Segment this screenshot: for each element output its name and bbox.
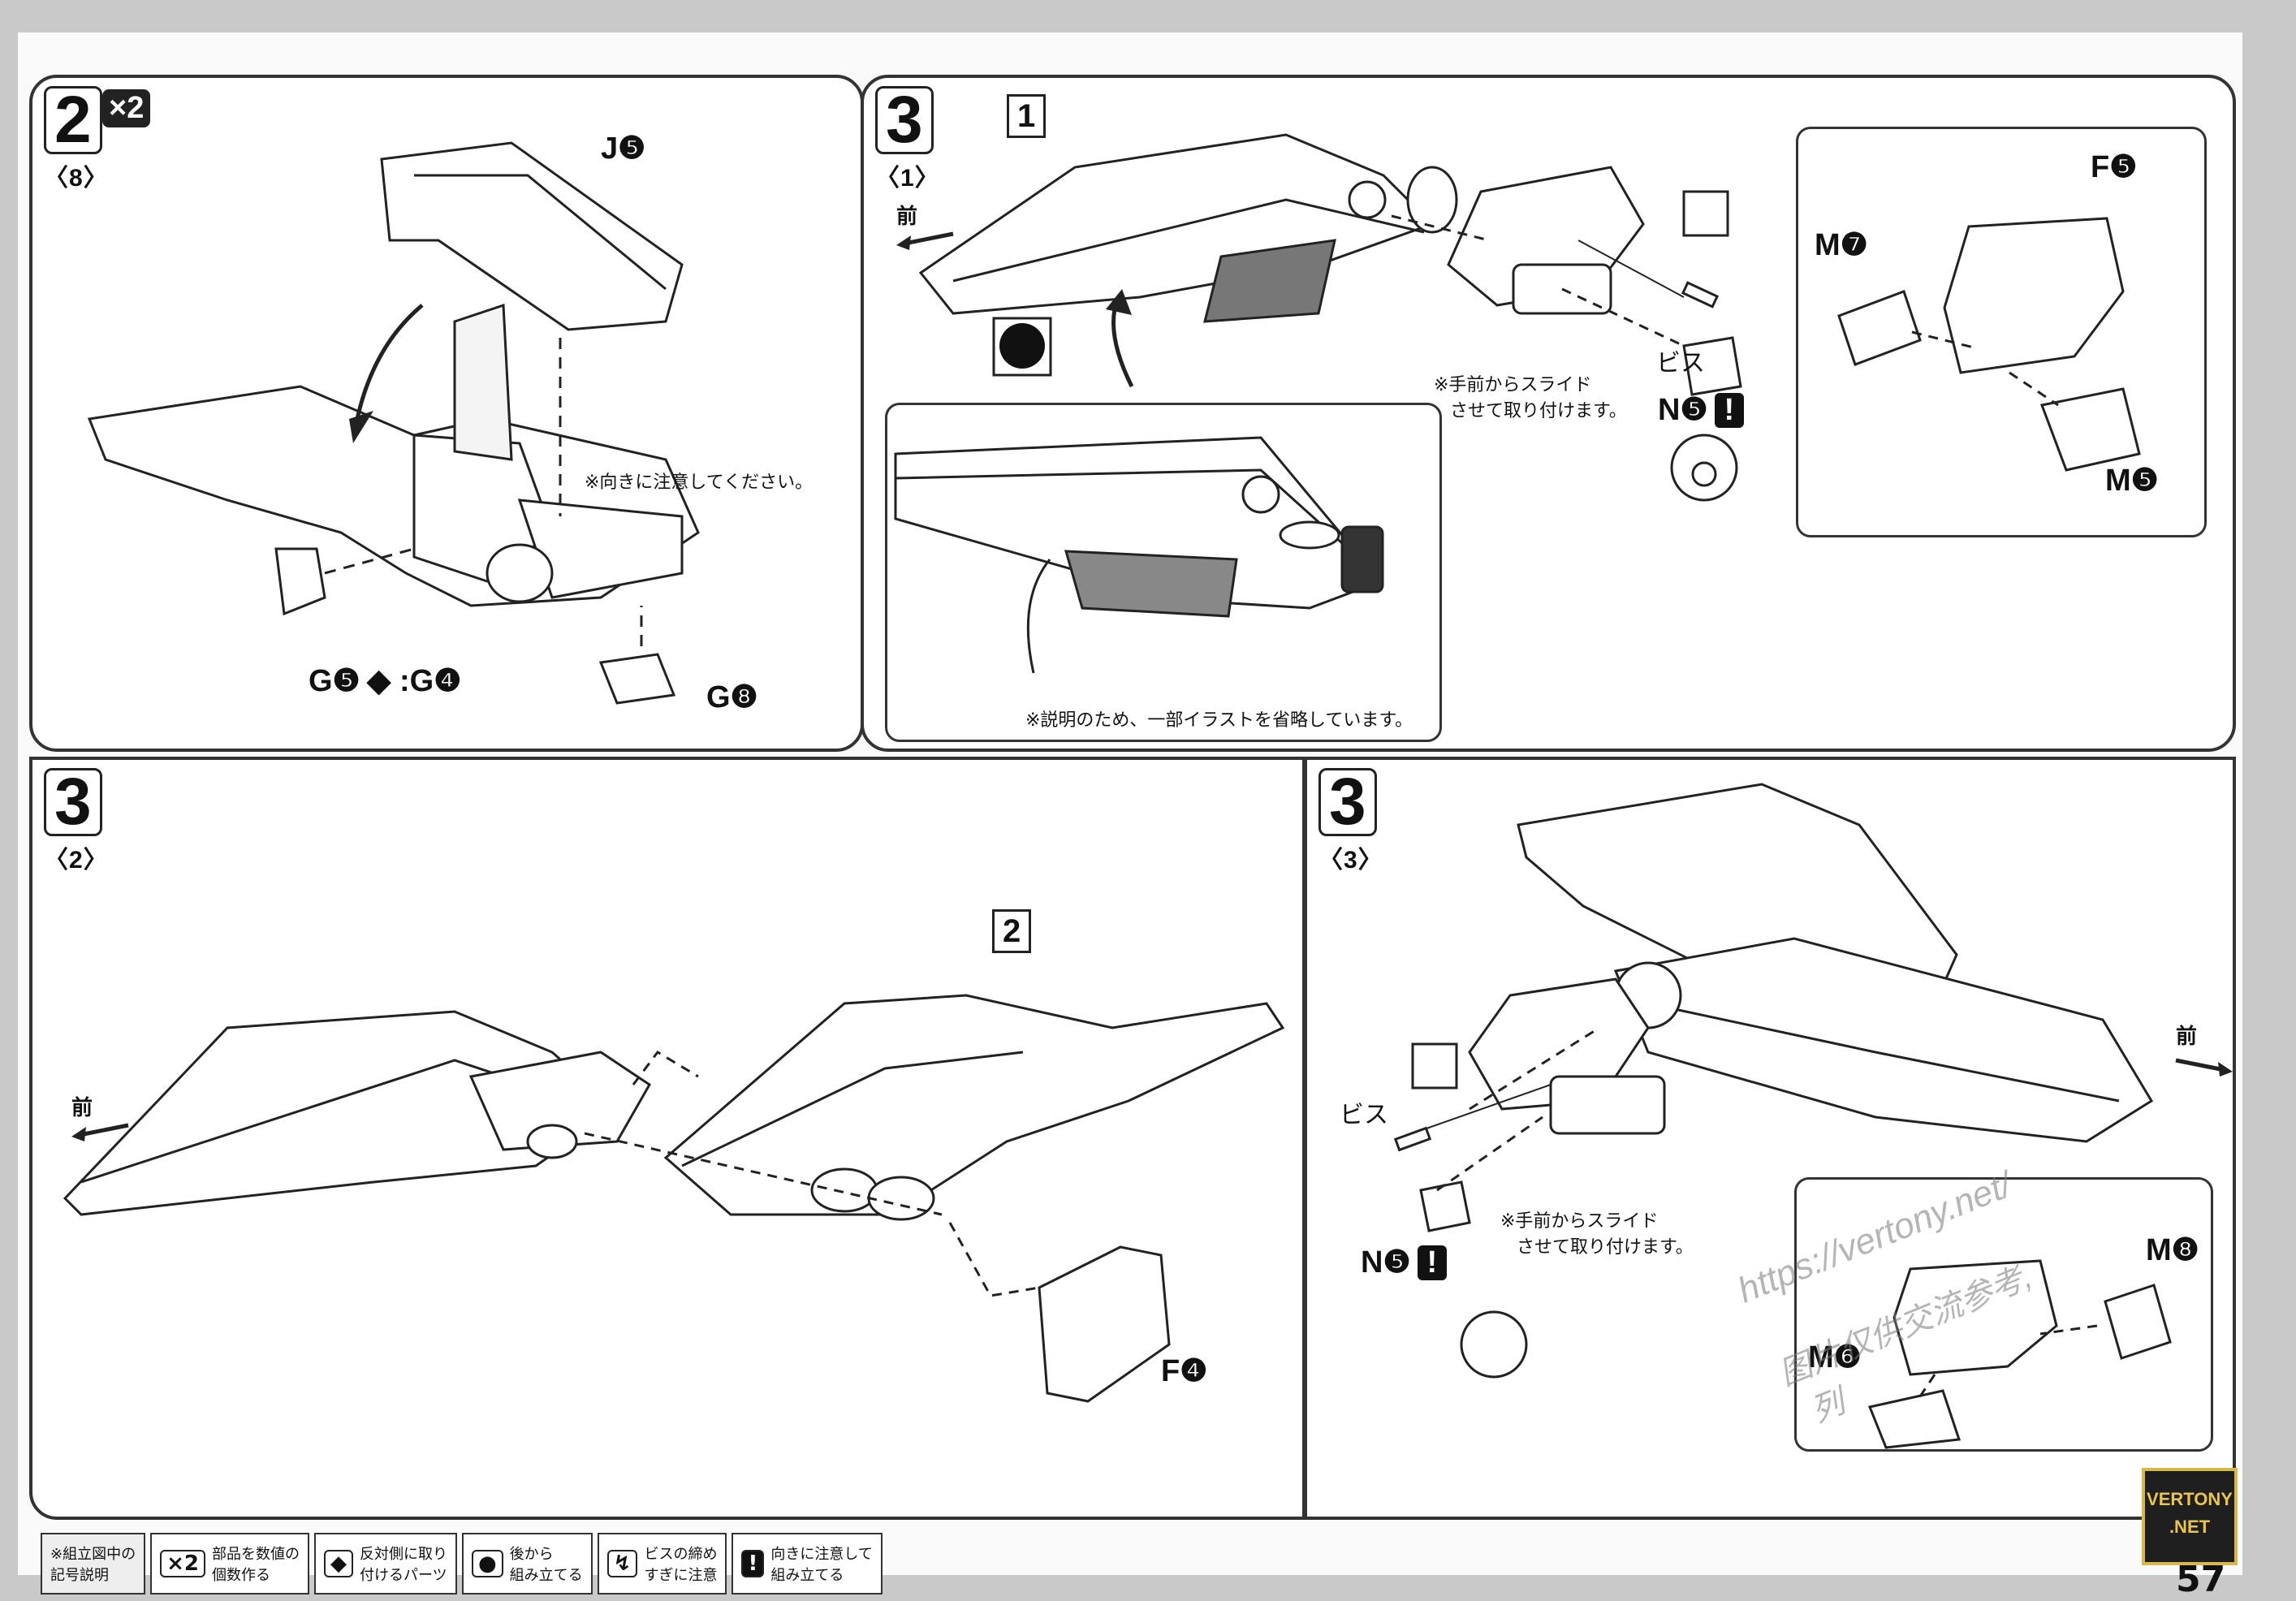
step-3-2-illustration: [63, 994, 1285, 1403]
front-direction-label: 前: [2176, 1025, 2198, 1049]
rotate-arrow: [355, 304, 424, 420]
legend-item-line-1: ビスの締め: [644, 1546, 718, 1563]
step-number: 2: [44, 86, 102, 154]
front-arrow-icon: [896, 231, 954, 250]
part-label-n5-text: N❺: [1361, 1245, 1411, 1280]
step-3-1-panel: 3 〈1〉 1 前: [861, 75, 2236, 752]
part-label-n5: N❺!: [1361, 1244, 1448, 1280]
legend-item-line-2: 組み立てる: [770, 1567, 844, 1584]
step-3-2-header: 3 〈2〉: [44, 768, 109, 875]
logo-text-1: VERTONY: [2147, 1489, 2233, 1509]
step-number: 3: [875, 86, 934, 154]
step-3-3-panel: 3 〈3〉 前 ビス ※手前からスライド させて取り付けます。 N❺!: [1304, 757, 2236, 1520]
step-number: 3: [1318, 768, 1377, 836]
part-label-f4: F❹: [1161, 1354, 1208, 1388]
symbol-legend: ※組立図中の記号説明 ×2 部品を数値の個数作る ◆ 反対側に取り付けるパーツ …: [41, 1533, 883, 1595]
orientation-note: ※向きに注意してください。: [585, 473, 814, 493]
part-label-n5: N❺!: [1658, 391, 1745, 428]
logo-text-2: .NET: [2169, 1517, 2211, 1537]
part-label-j5: J❺: [601, 132, 646, 166]
step-3-3-header: 3 〈3〉: [1318, 768, 1383, 875]
step-substep: 〈2〉: [44, 847, 109, 874]
legend-item-build-later: ● 後から組み立てる: [461, 1533, 593, 1595]
legend-item-line-2: 個数作る: [211, 1567, 270, 1584]
multiply-icon: ×2: [160, 1550, 205, 1577]
caution-icon: !: [741, 1550, 765, 1577]
part-label-g8: G❽: [706, 680, 758, 714]
legend-item-line-2: 付けるパーツ: [359, 1567, 447, 1584]
build-later-icon: ●: [471, 1550, 503, 1577]
part-label-m6: M❻: [1808, 1340, 1862, 1374]
front-direction-label: 前: [71, 1096, 93, 1120]
legend-item-line-1: 反対側に取り: [359, 1546, 447, 1563]
front-arrow-icon: [71, 1123, 129, 1141]
front-arrow-icon: [2175, 1058, 2233, 1077]
legend-item-line-1: 向きに注意して: [770, 1546, 873, 1563]
part-label-m8: M❽: [2146, 1233, 2199, 1267]
legend-title: ※組立図中の記号説明: [41, 1533, 146, 1595]
legend-item-line-1: 後から: [509, 1546, 554, 1563]
part-label-m5: M❺: [2105, 464, 2159, 498]
legend-item-line-1: 部品を数値の: [211, 1546, 300, 1563]
part-label-f5: F❺: [2091, 150, 2138, 184]
screw-caution-icon: [1411, 1042, 1458, 1090]
step-number: 3: [44, 768, 102, 836]
assembly-ref-box: 1: [1007, 94, 1047, 138]
legend-title-line-2: 記号説明: [50, 1567, 109, 1584]
part-label-n5-text: N❺: [1658, 393, 1708, 427]
m-parts-illustration: [1867, 1259, 2172, 1449]
page-number: 57: [2176, 1559, 2226, 1600]
inset-illustration: [894, 436, 1384, 674]
step-2-illustration: [87, 141, 700, 705]
build-later-icon: [999, 323, 1045, 369]
detail-inset-omitted: ※説明のため、一部イラストを省略しています。: [885, 403, 1442, 742]
vertony-logo: VERTONY .NET: [2142, 1468, 2238, 1565]
caution-icon: !: [1417, 1245, 1448, 1280]
front-direction-label: 前: [896, 205, 918, 229]
opposite-side-icon: ◆: [323, 1550, 353, 1577]
step-2-panel: 2 〈8〉 ×2 J❺ ※向きに注意してください。 G❺ ◆: [29, 75, 864, 752]
slide-note-line-1: ※手前からスライド: [1434, 375, 1592, 395]
screw-caution-icon: ↯: [606, 1550, 638, 1577]
step-3-1-illustration: [918, 133, 1742, 502]
part-label-m7: M❼: [1815, 228, 1868, 262]
step-3-1-header: 3 〈1〉: [875, 86, 940, 193]
legend-item-screw-caution: ↯ ビスの締めすぎに注意: [597, 1533, 727, 1595]
slide-note-line-2: させて取り付けます。: [1517, 1237, 1694, 1258]
legend-item-opposite-side: ◆ 反対側に取り付けるパーツ: [313, 1533, 457, 1595]
slide-note-line-1: ※手前からスライド: [1500, 1211, 1659, 1232]
screw-caution-icon: [1682, 190, 1729, 237]
assembly-ref-box: 2: [992, 909, 1032, 953]
detail-inset-m-parts: M❽ M❻: [1794, 1177, 2213, 1452]
slide-note-line-2: させて取り付けます。: [1450, 401, 1627, 421]
legend-item-line-2: すぎに注意: [644, 1567, 718, 1584]
step-substep: 〈3〉: [1318, 847, 1383, 874]
step-substep: 〈1〉: [875, 165, 940, 192]
step-3-2-panel: 3 〈2〉 2 前 F❹: [29, 757, 1306, 1520]
caution-icon: !: [1714, 393, 1745, 428]
m-parts-illustration: [1837, 217, 2141, 472]
step-2-header: 2 〈8〉: [44, 86, 109, 193]
screw-label: ビス: [1656, 350, 1705, 377]
opposite-side-icon: ◆: [367, 664, 391, 698]
step-substep: 〈8〉: [44, 165, 109, 192]
step-3-3-illustration: [1393, 783, 2154, 1379]
legend-item-line-2: 組み立てる: [509, 1567, 583, 1584]
omitted-illustration-note: ※説明のため、一部イラストを省略しています。: [1025, 710, 1413, 731]
part-label-g5: G❺: [309, 664, 360, 698]
legend-item-orientation: ! 向きに注意して組み立てる: [732, 1533, 883, 1595]
legend-title-line-1: ※組立図中の: [50, 1546, 136, 1563]
screw-label: ビス: [1340, 1102, 1388, 1128]
make-two-badge: ×2: [102, 89, 151, 127]
part-label-g4: :G❹: [399, 664, 462, 698]
detail-inset-m-parts: F❺ M❼ M❺: [1796, 127, 2207, 537]
legend-item-multiply: ×2 部品を数値の個数作る: [150, 1533, 309, 1595]
